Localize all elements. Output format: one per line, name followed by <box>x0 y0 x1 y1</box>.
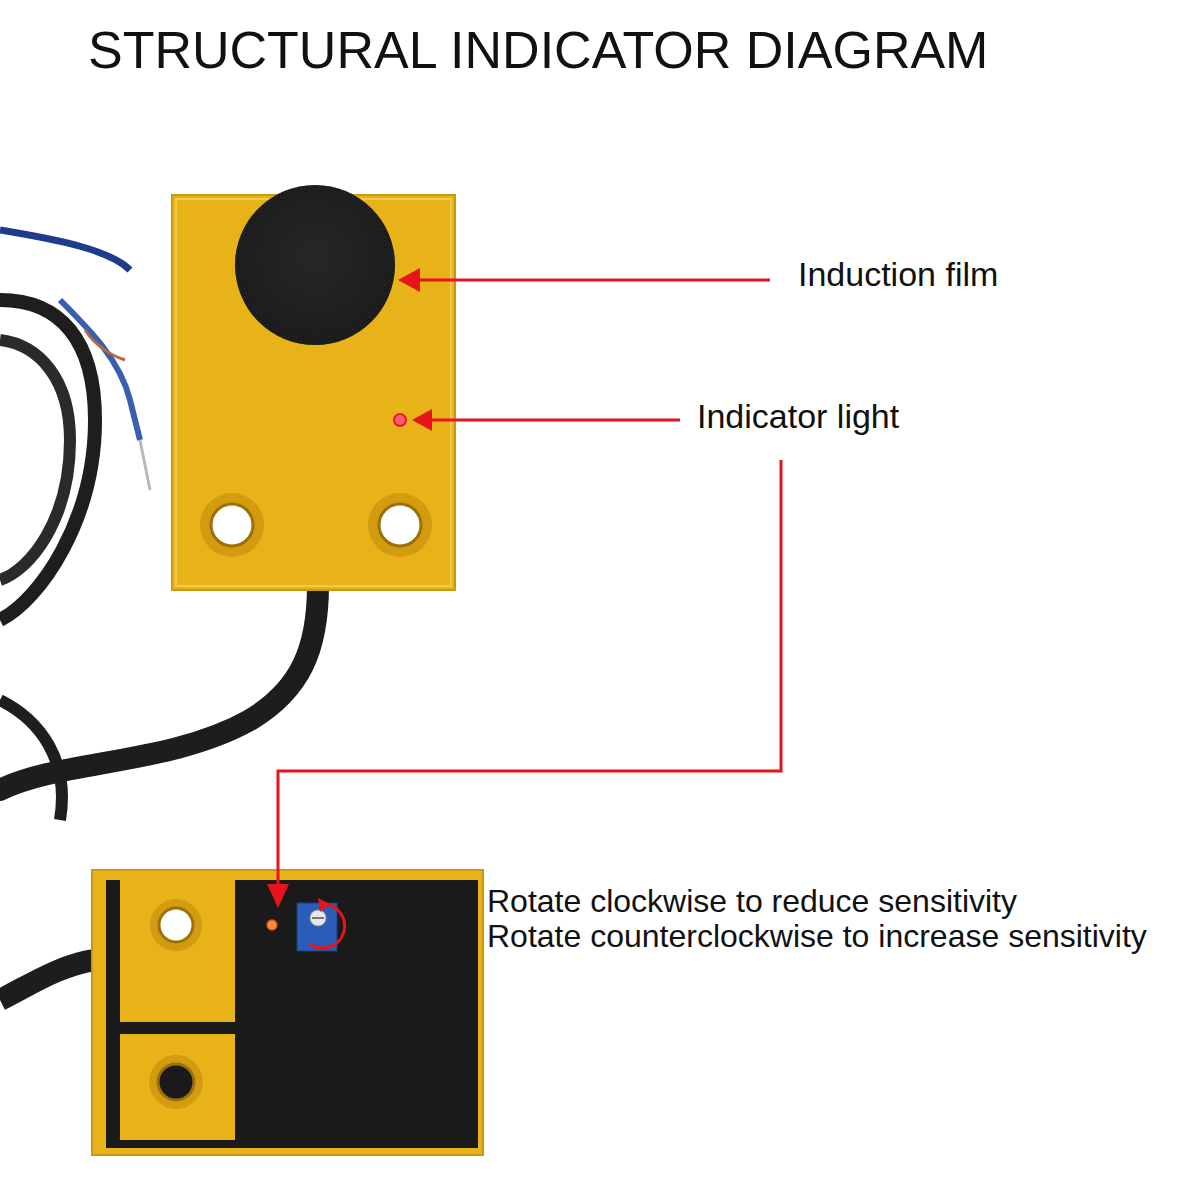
leader-line <box>428 419 680 422</box>
diagram-title: STRUCTURAL INDICATOR DIAGRAM <box>88 22 988 79</box>
sensor-housing <box>92 870 483 1155</box>
arrowhead <box>267 884 289 908</box>
rotation-arrow <box>310 904 345 948</box>
callout-label: Indicator light <box>697 398 899 435</box>
indicator-light <box>394 414 406 426</box>
arrowhead <box>398 268 420 292</box>
leader-line <box>278 460 781 888</box>
instruction-text: Rotate clockwise to reduce sensitivity <box>487 884 1017 919</box>
potting-area <box>235 880 478 1148</box>
cable <box>0 700 62 820</box>
wire-core <box>140 440 150 490</box>
mount-hole <box>158 1064 194 1100</box>
mount-hole-rim <box>149 1055 203 1109</box>
indicator-light <box>267 920 277 930</box>
potting-area <box>106 1034 120 1148</box>
potentiometer-screw <box>310 910 326 926</box>
rotation-arrowhead <box>318 898 330 912</box>
potting-area <box>120 1140 235 1148</box>
induction-film <box>235 185 395 345</box>
mount-hole-rim <box>200 493 264 557</box>
blue-wire <box>60 300 140 440</box>
cable <box>0 340 70 580</box>
mount-hole <box>379 504 421 546</box>
cable <box>0 300 95 620</box>
screw-slot <box>312 917 324 919</box>
mount-hole <box>211 504 253 546</box>
arrowhead <box>412 409 432 431</box>
cable <box>0 585 318 790</box>
mount-hole-rim <box>150 899 202 951</box>
callout-label: Induction film <box>798 256 998 293</box>
blue-wire <box>0 230 130 270</box>
mount-hole-rim <box>368 493 432 557</box>
potentiometer <box>297 903 337 951</box>
copper-wire <box>85 330 125 360</box>
leader-line <box>416 279 770 282</box>
potting-area <box>106 1022 236 1034</box>
instruction-text: Rotate counterclockwise to increase sens… <box>487 919 1147 954</box>
potting-area <box>106 880 120 1030</box>
induction-film-shade <box>235 185 395 345</box>
cable <box>0 960 95 1000</box>
mount-hole <box>159 908 193 942</box>
